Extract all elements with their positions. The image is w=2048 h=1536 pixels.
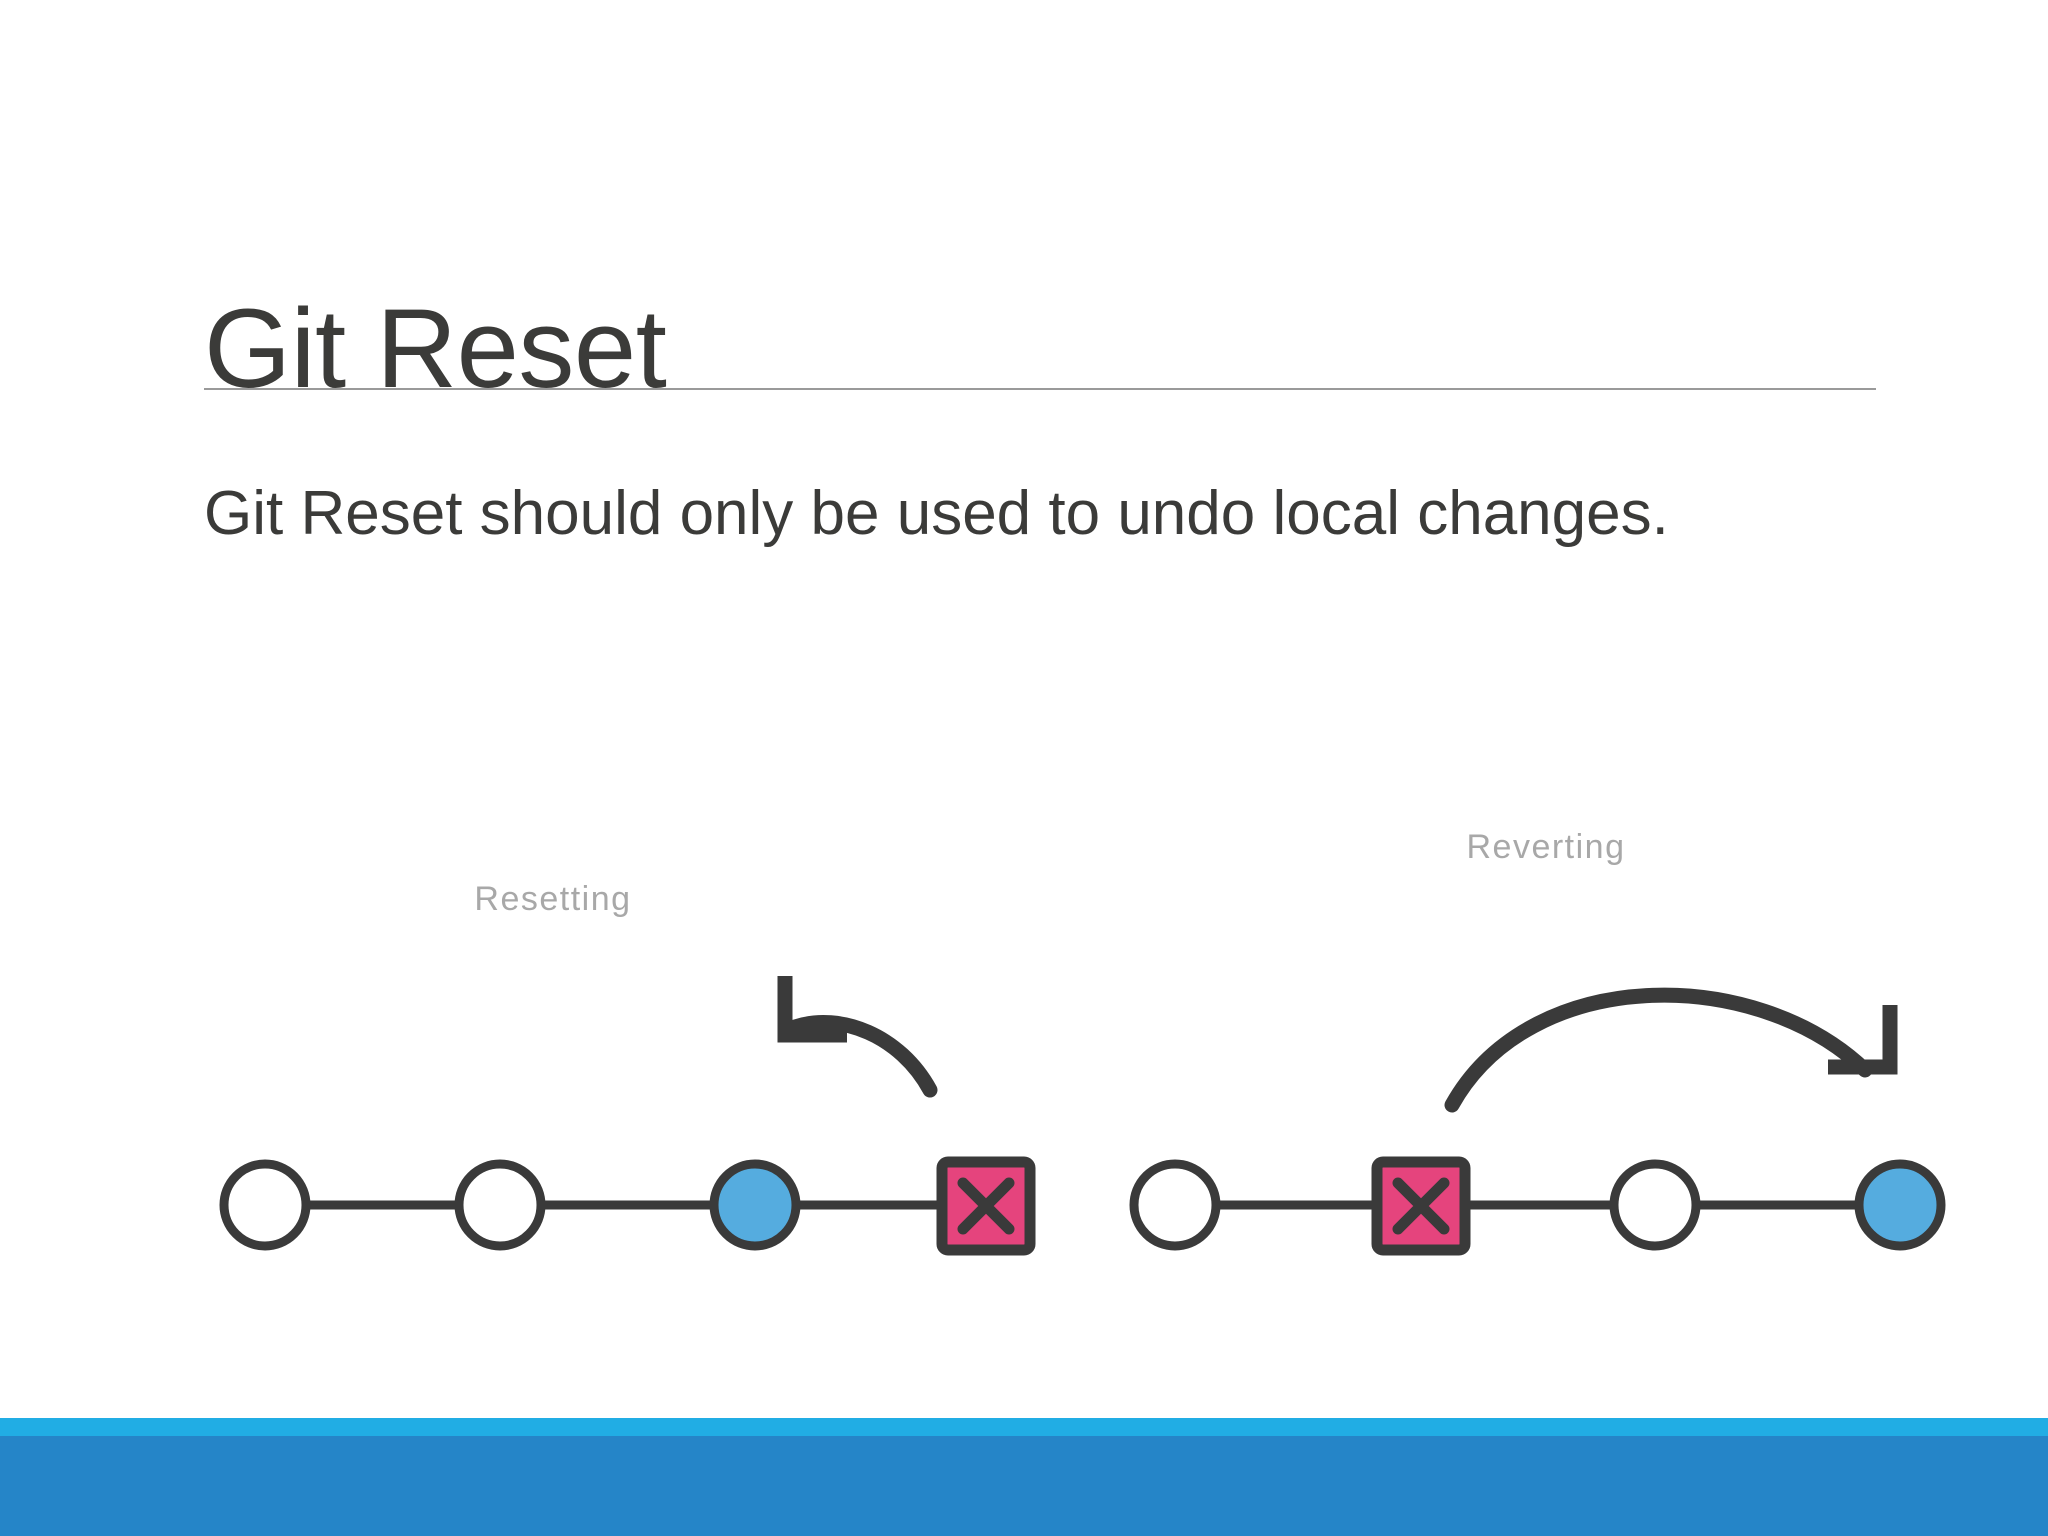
commit-node	[1129, 1159, 1221, 1251]
body-paragraph: Git Reset should only be used to undo lo…	[204, 479, 1669, 548]
reverting-group: Reverting	[1129, 828, 1946, 1256]
reverting-arrow-icon	[1444, 987, 1898, 1113]
page-title: Git Reset	[204, 286, 667, 412]
git-reset-diagram: Resetting	[0, 780, 2048, 1340]
commit-node-discarded	[936, 1156, 1036, 1256]
title-divider	[204, 388, 1876, 390]
commit-node-discarded	[1371, 1156, 1471, 1256]
resetting-group: Resetting	[219, 880, 1036, 1256]
reverting-label: Reverting	[1466, 828, 1625, 866]
commit-node	[1609, 1159, 1701, 1251]
resetting-arrow-icon	[777, 976, 938, 1098]
commit-node	[219, 1159, 311, 1251]
footer-stripe-light	[0, 1418, 2048, 1436]
commit-node-current	[1854, 1159, 1946, 1251]
resetting-label: Resetting	[474, 880, 631, 918]
footer-bar-dark	[0, 1436, 2048, 1536]
commit-node	[454, 1159, 546, 1251]
commit-node-current	[709, 1159, 801, 1251]
